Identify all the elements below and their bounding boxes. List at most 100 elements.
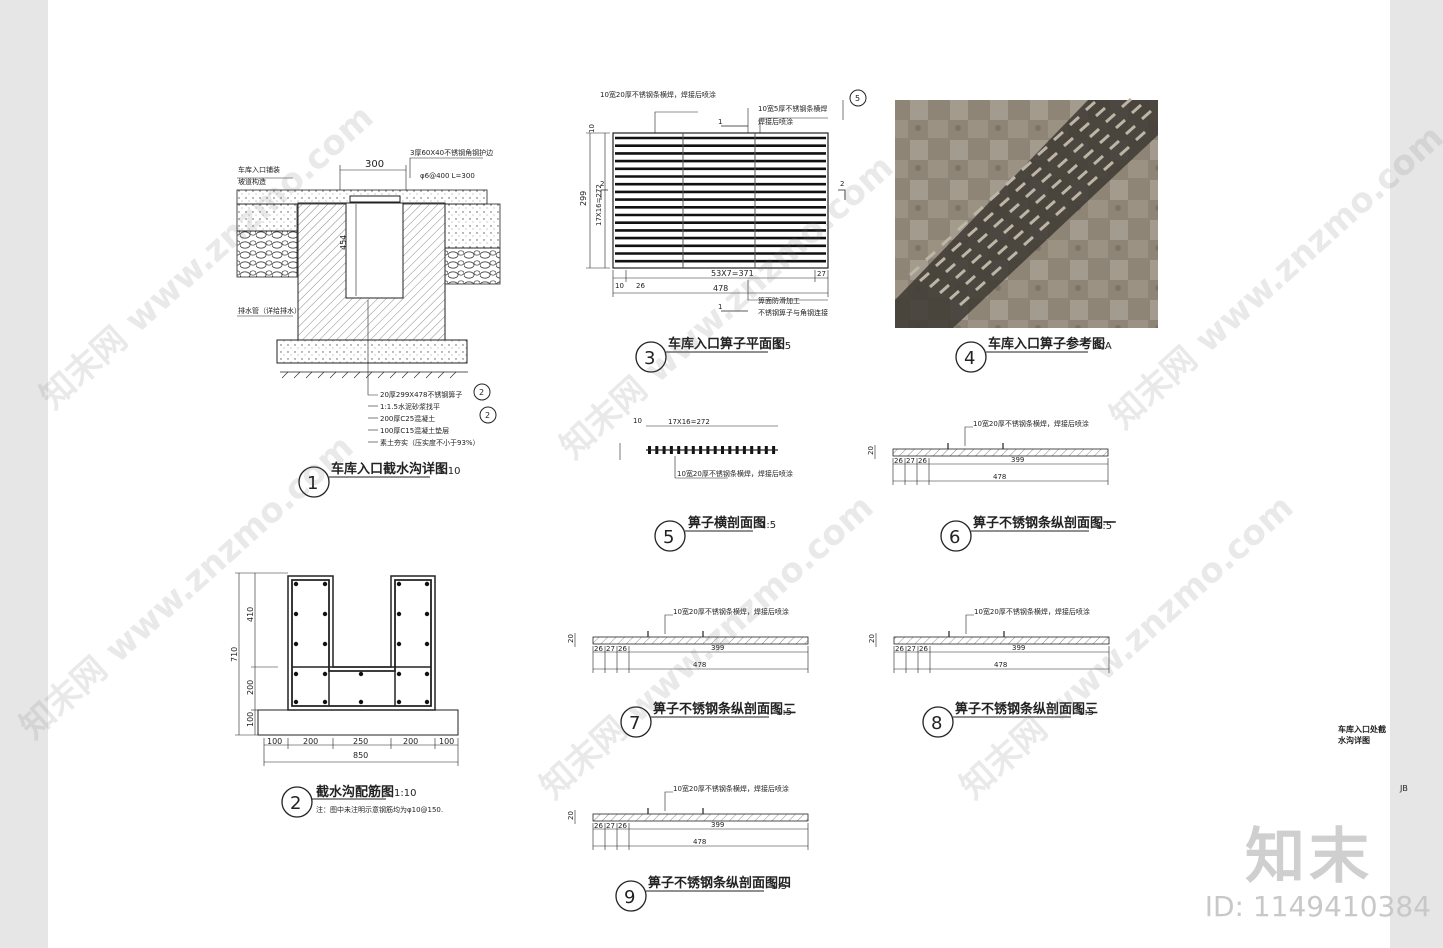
label-rebar: φ6@400 L=300 (420, 172, 475, 180)
profile-6-dim-478: 478 (993, 473, 1006, 481)
profile-8-dim-1: 27 (907, 645, 916, 653)
d3-label-top-1: 10宽20厚不锈钢条横焊，焊接后喷涂 (600, 90, 716, 99)
d3-callout-circle (849, 89, 867, 107)
profile-9-dim-399: 399 (711, 821, 724, 829)
profile-9-dim-2: 26 (618, 822, 627, 830)
profile-8-dim-0: 26 (895, 645, 904, 653)
d3-section-1-bottom: 1 (718, 303, 722, 311)
profile-7-dim-20: 20 (567, 634, 575, 643)
d5-label: 10宽20厚不锈钢条横焊，焊接后喷涂 (677, 469, 793, 478)
label-drain-pipe: 排水管（详给排水） (238, 306, 301, 315)
detail-6-title: 箅子不锈钢条纵剖面图一 (972, 515, 1116, 531)
detail-2-scale: 1:10 (394, 788, 416, 799)
profile-6-dim-1: 27 (906, 457, 915, 465)
d3-dim-478: 478 (713, 284, 728, 293)
dim-200v: 200 (246, 680, 255, 695)
detail-2-rebar (235, 572, 459, 766)
drawing-sheet: 300 454 3厚60X40不锈钢角钢护边 φ6@400 L=300 车库入口… (13, 0, 1443, 948)
detail-4-number-circle (955, 341, 987, 373)
d3-dim-299: 299 (579, 191, 588, 206)
detail-3-number-circle (635, 341, 667, 373)
profile-9-dim-0: 26 (594, 822, 603, 830)
detail-1-number-circle (298, 466, 330, 498)
detail-8-title: 箅子不锈钢条纵剖面图三 (954, 701, 1098, 717)
detail-3-grate-plan (586, 100, 846, 312)
dim-100a: 100 (267, 737, 282, 746)
detail-7-title: 箅子不锈钢条纵剖面图二 (652, 701, 796, 717)
detail-5-number: 5 (663, 527, 674, 548)
label-grate: 20厚299X478不锈钢箅子 (380, 390, 462, 399)
detail-5-number-circle (654, 520, 686, 552)
detail-6-number: 6 (949, 527, 960, 548)
d3-dim-27: 27 (817, 270, 826, 278)
d3-label-bottom-2: 不锈钢箅子与角钢连接 (758, 308, 828, 317)
detail-1-section (236, 157, 501, 443)
detail-1-number: 1 (307, 473, 318, 494)
label-paving: 车库入口铺装 (238, 165, 280, 174)
d3-label-top-3: 焊接后喷涂 (758, 117, 793, 126)
detail-4-scale: N/A (1094, 341, 1112, 352)
detail-4-reference-photo (895, 97, 1158, 328)
detail-8-number: 8 (931, 713, 942, 734)
profile-7-dim-478: 478 (693, 661, 706, 669)
detail-1-title: 车库入口截水沟详图 (331, 461, 448, 477)
profile-9-dim-478: 478 (693, 838, 706, 846)
label-cushion: 100厚C15混凝土垫层 (380, 426, 449, 435)
profile-6-dim-2: 26 (918, 457, 927, 465)
document-id: ID: 1149410384 (1204, 890, 1431, 923)
d3-dim-10b: 10 (615, 282, 624, 290)
d3-callout: 5 (855, 94, 860, 103)
detail-3-number: 3 (644, 348, 655, 369)
dim-200a: 200 (303, 737, 318, 746)
dim-250: 250 (353, 737, 368, 746)
profile-7-dim-399: 399 (711, 644, 724, 652)
detail-5-scale: 1:5 (760, 520, 776, 531)
profile-8-dim-2: 26 (919, 645, 928, 653)
d3-dim-371: 53X7=371 (711, 269, 754, 278)
detail-9-number-circle (615, 880, 647, 912)
dim-850: 850 (353, 751, 368, 760)
detail-4-title: 车库入口箅子参考图 (988, 336, 1105, 352)
dim-454: 454 (339, 235, 348, 250)
detail-3-title: 车库入口箅子平面图 (668, 336, 785, 352)
d3-dim-26: 26 (636, 282, 645, 290)
label-ramp: 坡道构造 (238, 177, 266, 186)
detail-7-number: 7 (629, 713, 640, 734)
label-angle-steel: 3厚60X40不锈钢角钢护边 (410, 148, 493, 157)
profile-8-dim-478: 478 (994, 661, 1007, 669)
profile-9-dim-20: 20 (567, 811, 575, 820)
drawing-number: JB (1400, 784, 1408, 793)
drawing-title: 车库入口处截水沟详图 (1338, 725, 1386, 745)
detail-7-number-circle (620, 706, 652, 738)
detail-8-scale: 1:5 (1078, 707, 1094, 718)
dim-710: 710 (230, 647, 239, 662)
dim-410: 410 (246, 607, 255, 622)
profile-6-label: 10宽20厚不锈钢条横焊，焊接后喷涂 (973, 419, 1089, 428)
d5-dim-10: 10 (633, 417, 642, 425)
callout-circle-a (473, 383, 491, 401)
dim-300: 300 (365, 159, 384, 170)
detail-6-number-circle (940, 520, 972, 552)
detail-2-number-circle (281, 786, 313, 818)
detail-9-number: 9 (624, 887, 635, 908)
dim-100b: 100 (439, 737, 454, 746)
profile-8-dim-399: 399 (1012, 644, 1025, 652)
label-soil: 素土夯实（压实度不小于93%） (380, 438, 480, 447)
profile-7-dim-2: 26 (618, 645, 627, 653)
profile-9-label: 10宽20厚不锈钢条横焊，焊接后喷涂 (673, 784, 789, 793)
d3-label-bottom-1: 箅面防滑加工 (758, 296, 800, 305)
profile-9-dim-1: 27 (606, 822, 615, 830)
detail-5-title: 箅子横剖面图 (687, 515, 766, 531)
detail-3-scale: 1:5 (775, 341, 791, 352)
detail-1-scale: 1:10 (438, 466, 460, 477)
d3-section-2-left: 2 (600, 180, 604, 188)
cad-drawing: 300 454 3厚60X40不锈钢角钢护边 φ6@400 L=300 车库入口… (230, 89, 1158, 912)
detail-5-cross-section (619, 425, 778, 479)
detail-2-number: 2 (290, 793, 301, 814)
detail-7-scale: 1:5 (776, 707, 792, 718)
profile-7-dim-1: 27 (606, 645, 615, 653)
